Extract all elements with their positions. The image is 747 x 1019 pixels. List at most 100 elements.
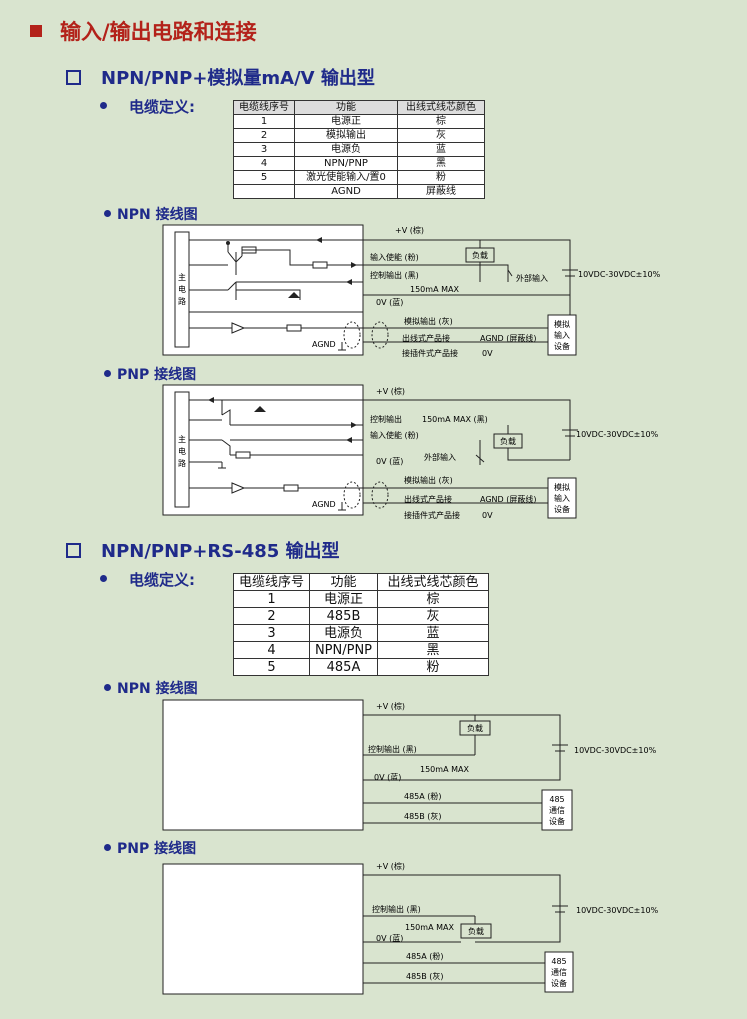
circuit-wires	[189, 311, 363, 329]
circuit-wires	[298, 487, 548, 504]
table-cell: 电源负	[309, 624, 378, 642]
ground-icon	[338, 502, 346, 511]
485a-label: 485A (粉)	[406, 951, 444, 961]
main-circuit-label: 电	[178, 284, 186, 294]
shield-icon	[343, 481, 361, 509]
485a-label: 485A (粉)	[404, 791, 442, 801]
zero-v-label: 0V (蓝)	[374, 772, 401, 782]
diode-icon	[208, 397, 214, 403]
control-output-label: 控制输出 (黑)	[370, 270, 419, 280]
bullet-icon	[104, 209, 111, 217]
max-current-label: 150mA MAX	[420, 765, 469, 774]
bullet-icon	[100, 102, 107, 109]
load-label: 负载	[467, 723, 483, 733]
enable-input-label: 输入使能 (粉)	[370, 430, 419, 440]
max-current-label: 150mA MAX	[405, 923, 454, 932]
plus-v-label: +V (棕)	[395, 225, 424, 235]
table-cell: 屏蔽线	[397, 184, 485, 199]
battery-icon	[552, 905, 568, 913]
main-circuit-label: 主	[178, 434, 186, 444]
arrow-icon	[346, 279, 352, 285]
circuit-wires	[363, 874, 561, 943]
external-input-label: 外部输入	[516, 273, 548, 283]
plus-v-label: +V (棕)	[376, 861, 405, 871]
ground-icon	[338, 342, 346, 351]
npn-rs485-wiring-diagram: +V (棕) 负载 控制输出 (黑) 150mA MAX 0V (蓝) 10VD…	[162, 699, 657, 831]
supply-label: 10VDC-30VDC±10%	[576, 906, 659, 915]
battery-icon	[562, 269, 578, 277]
enable-input-label: 输入使能 (粉)	[370, 252, 419, 262]
supply-label: 10VDC-30VDC±10%	[578, 270, 661, 279]
circuit-wires	[363, 715, 476, 756]
485-comm-device	[541, 789, 573, 831]
control-output-label: 控制输出	[370, 414, 402, 424]
pnp-rs485-wiring-diagram: +V (棕) 控制输出 (黑) 150mA MAX 0V (蓝) 负载 10VD…	[162, 861, 659, 995]
circuit-wires	[363, 962, 545, 984]
hollow-square-bullet-icon	[66, 69, 81, 85]
main-circuit-label: 路	[178, 458, 186, 468]
device-label: 模拟	[554, 319, 570, 329]
pnp-wiring-heading: PNP 接线图	[104, 838, 196, 858]
page-title: 输入/输出电路和连接	[30, 16, 257, 46]
sensor-box	[162, 699, 364, 831]
pnp-wiring-heading: PNP 接线图	[104, 364, 196, 384]
shield-icon	[343, 321, 361, 349]
device-label: 设备	[554, 504, 570, 514]
table-header-cell: 电缆线序号	[233, 100, 295, 115]
bullet-icon	[104, 369, 111, 377]
device-label: 通信	[551, 967, 567, 977]
circuit-wires	[256, 249, 313, 266]
external-input-label: 外部输入	[424, 452, 456, 462]
load-box	[460, 923, 492, 939]
485-comm-device	[544, 951, 574, 993]
circuit-wires	[301, 327, 548, 343]
zero-v-label: 0V	[482, 349, 493, 358]
table-cell: 粉	[377, 658, 489, 676]
circuit-wires	[189, 399, 571, 463]
arrow-icon	[346, 437, 352, 443]
agnd-shield-label: AGND (屏蔽线)	[480, 333, 536, 343]
plus-v-label: +V (棕)	[376, 386, 405, 396]
device-label: 485	[551, 957, 566, 966]
sensor-box	[162, 384, 364, 516]
cable-product-label: 出线式产品接	[402, 333, 450, 343]
device-label: 输入	[554, 493, 570, 503]
circuit-wires	[218, 454, 363, 469]
hollow-square-bullet-icon	[66, 542, 81, 558]
device-label: 模拟	[554, 482, 570, 492]
circuit-wires	[189, 239, 571, 350]
circuit-wires	[363, 802, 542, 824]
section-title-rs485: NPN/PNP+RS-485 输出型	[66, 537, 340, 563]
plug-product-label: 接插件式产品接	[404, 510, 460, 520]
amplifier-icon	[231, 482, 246, 494]
table-cell: 485B	[309, 607, 378, 625]
max-current-label: 150mA MAX (黑)	[422, 415, 488, 424]
analog-output-label: 模拟输出 (灰)	[404, 475, 453, 485]
main-circuit-label: 主	[178, 272, 186, 282]
main-circuit-label: 电	[178, 446, 186, 456]
zero-v-label: 0V (蓝)	[376, 297, 403, 307]
analog-output-label: 模拟输出 (灰)	[404, 316, 453, 326]
table-cell: NPN/PNP	[309, 641, 378, 659]
load-label: 负载	[472, 250, 488, 260]
transistor-wires	[221, 400, 363, 456]
npn-wiring-heading: NPN 接线图	[104, 678, 198, 698]
load-label: 负载	[468, 926, 484, 936]
agnd-shield-label: AGND (屏蔽线)	[480, 494, 536, 504]
main-circuit-label: 路	[178, 296, 186, 306]
diode-icon	[316, 237, 322, 243]
table-cell: AGND	[294, 184, 398, 199]
device-label: 通信	[549, 805, 565, 815]
load-label: 负载	[500, 436, 516, 446]
square-bullet-icon	[30, 25, 42, 37]
